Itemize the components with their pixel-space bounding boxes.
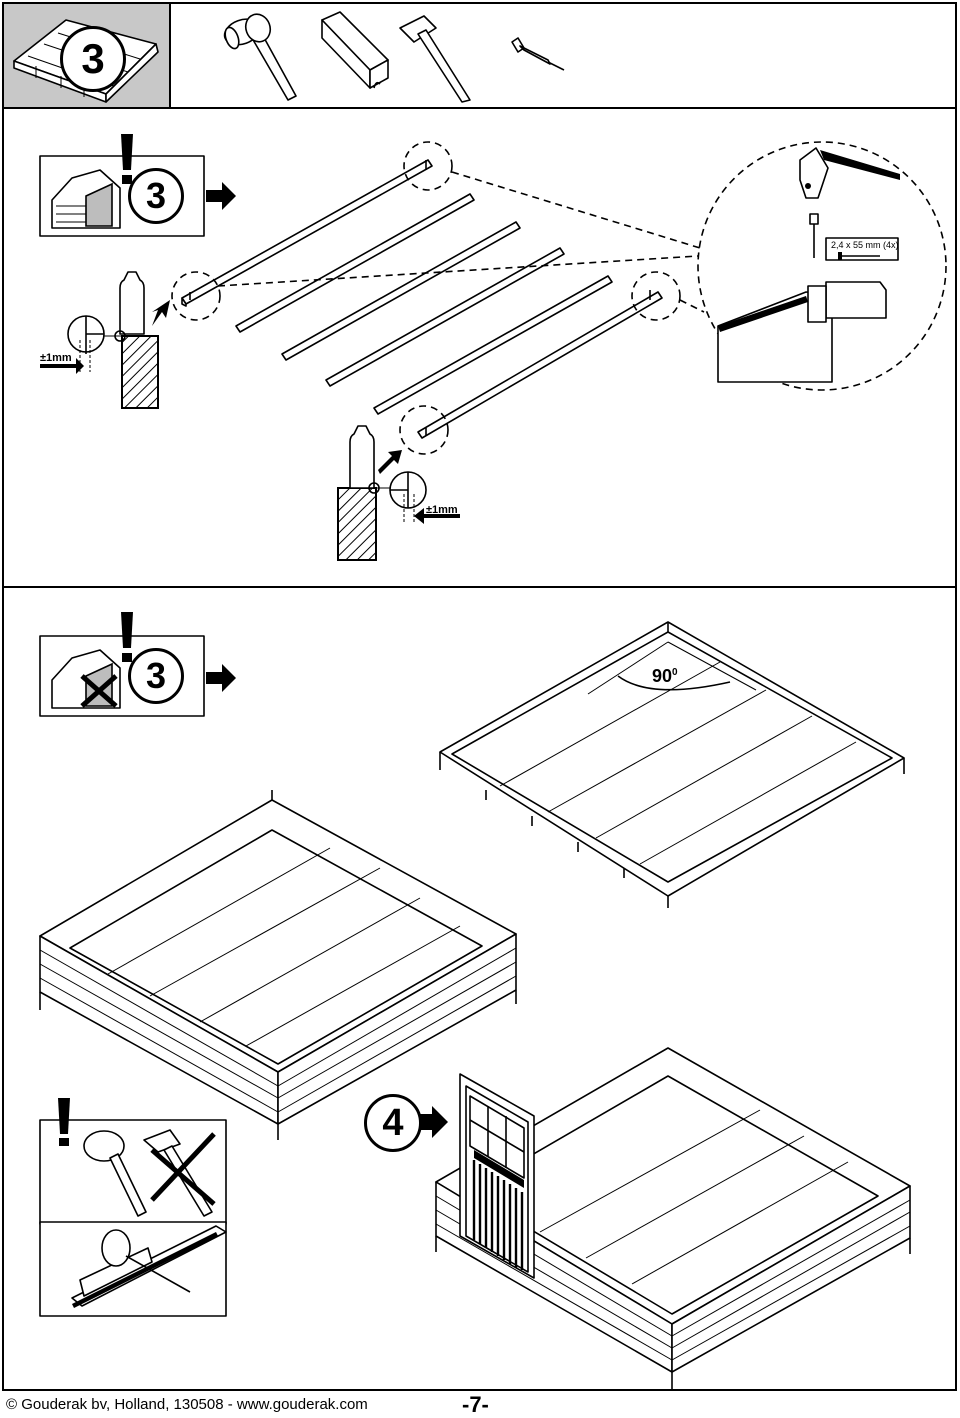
tolerance-label-right: ±1mm: [426, 504, 458, 516]
nail-icon: [511, 37, 565, 71]
warning-step-badge-bottom: 3: [128, 648, 184, 704]
step-number: 3: [81, 35, 105, 82]
arrow-right-icon: [418, 1106, 448, 1138]
angle-unit: 0: [672, 667, 678, 678]
nailing-zoom-detail: [717, 147, 900, 383]
page-number: -7-: [462, 1392, 489, 1417]
rubber-mallet-icon: [223, 13, 297, 101]
next-step-badge: 4: [364, 1094, 422, 1152]
arrow-right-icon: [206, 664, 236, 692]
arrow-right-icon: [206, 182, 236, 210]
exclamation-icon: [121, 612, 133, 662]
angle-label: 900: [652, 666, 678, 686]
nail-spec-label: 2,4 x 55 mm (4x): [831, 240, 899, 250]
step-number-badge: 3: [60, 26, 126, 92]
wall-frame-with-door: [435, 1047, 911, 1390]
panel-top-drawing: [39, 134, 947, 561]
footer-copyright: © Gouderak bv, Holland, 130508 - www.gou…: [6, 1396, 368, 1413]
chisel-detail-left: [40, 271, 170, 409]
chisel-detail-right: [337, 425, 460, 561]
tolerance-label-left: ±1mm: [40, 352, 72, 364]
exclamation-icon: [121, 134, 133, 184]
warning-step-badge-top: 3: [128, 168, 184, 224]
hammer-icon: [399, 15, 471, 103]
floor-joists: [181, 159, 663, 439]
tapping-block-icon: [321, 11, 389, 89]
wall-frame-open: [39, 790, 517, 1140]
floor-frame-square: [439, 621, 905, 908]
warning-box-tools: [39, 1098, 227, 1317]
